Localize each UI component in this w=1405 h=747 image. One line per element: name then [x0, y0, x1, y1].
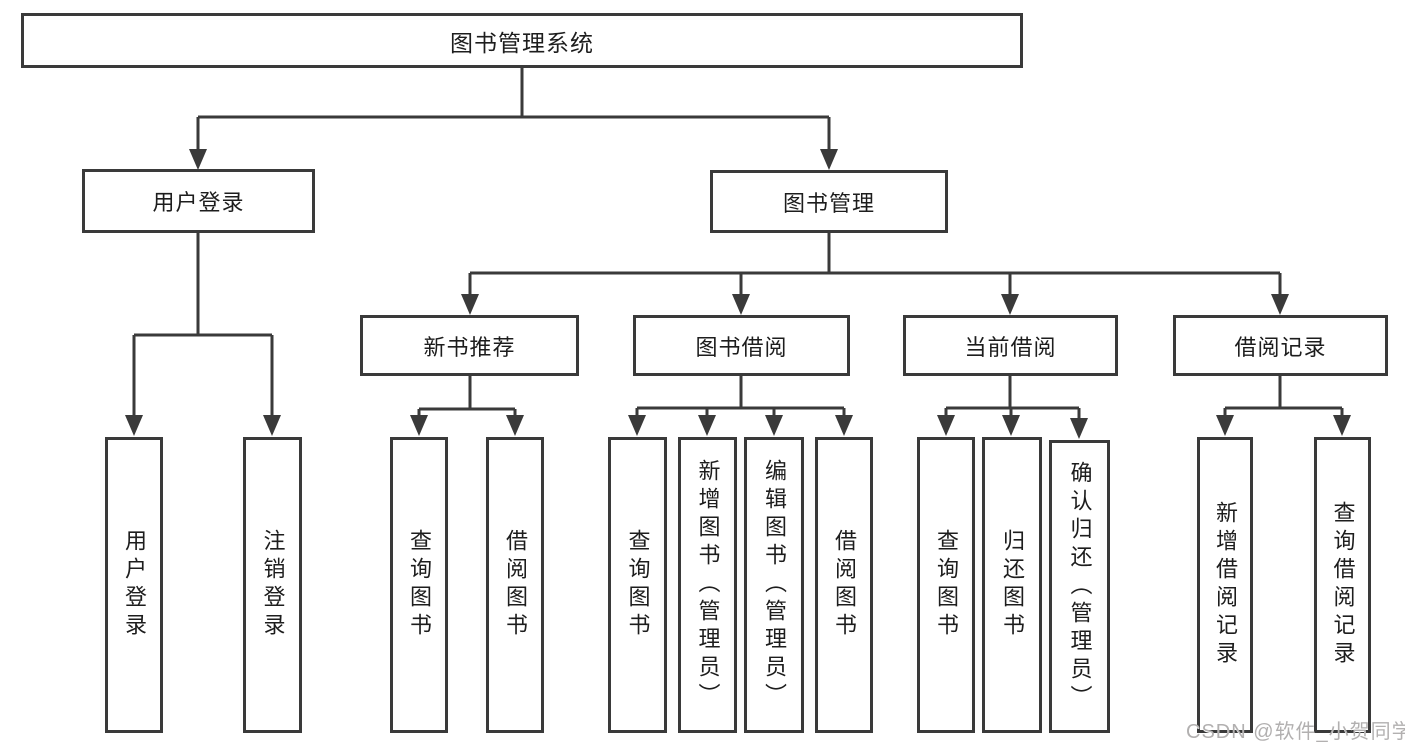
- leaf-edit-book-admin: 编辑图书（管理员）: [744, 437, 804, 733]
- leaf-query-borrow-record: 查询借阅记录: [1314, 437, 1371, 733]
- leaf-confirm-return-admin: 确认归还（管理员）: [1049, 440, 1110, 733]
- node-library-management-system: 图书管理系统: [21, 13, 1023, 68]
- leaf-query-books: 查询图书: [608, 437, 667, 733]
- leaf-label: 查询借阅记录: [1330, 501, 1356, 669]
- leaf-label: 新增借阅记录: [1213, 501, 1238, 669]
- leaf-label: 查询图书: [625, 529, 651, 641]
- leaf-label: 借阅图书: [832, 529, 857, 641]
- node-book-management-branch: 图书管理: [710, 170, 948, 233]
- leaf-label: 用户登录: [122, 529, 147, 641]
- leaf-query-books: 查询图书: [917, 437, 975, 733]
- leaf-add-book-admin: 新增图书（管理员）: [678, 437, 737, 733]
- node-new-book-recommend: 新书推荐: [360, 315, 579, 376]
- node-current-borrow: 当前借阅: [903, 315, 1118, 376]
- leaf-return-book: 归还图书: [982, 437, 1042, 733]
- leaf-user-login: 用户登录: [105, 437, 163, 733]
- node-user-login-branch: 用户登录: [82, 169, 315, 233]
- leaf-label: 编辑图书（管理员）: [762, 459, 787, 711]
- leaf-label: 新增图书（管理员）: [695, 459, 721, 711]
- leaf-query-books: 查询图书: [390, 437, 448, 733]
- leaf-borrow-books: 借阅图书: [486, 437, 544, 733]
- node-book-borrow: 图书借阅: [633, 315, 850, 376]
- leaf-label: 查询图书: [407, 529, 432, 641]
- leaf-logout: 注销登录: [243, 437, 302, 733]
- leaf-label: 归还图书: [1000, 529, 1025, 641]
- csdn-watermark: CSDN @软件_小贺同学: [1186, 721, 1405, 743]
- leaf-label: 确认归还（管理员）: [1067, 460, 1093, 713]
- leaf-label: 借阅图书: [503, 529, 528, 641]
- leaf-label: 查询图书: [934, 529, 959, 641]
- leaf-label: 注销登录: [260, 529, 286, 641]
- node-borrow-records: 借阅记录: [1173, 315, 1388, 376]
- leaf-borrow-books: 借阅图书: [815, 437, 873, 733]
- leaf-add-borrow-record: 新增借阅记录: [1197, 437, 1253, 733]
